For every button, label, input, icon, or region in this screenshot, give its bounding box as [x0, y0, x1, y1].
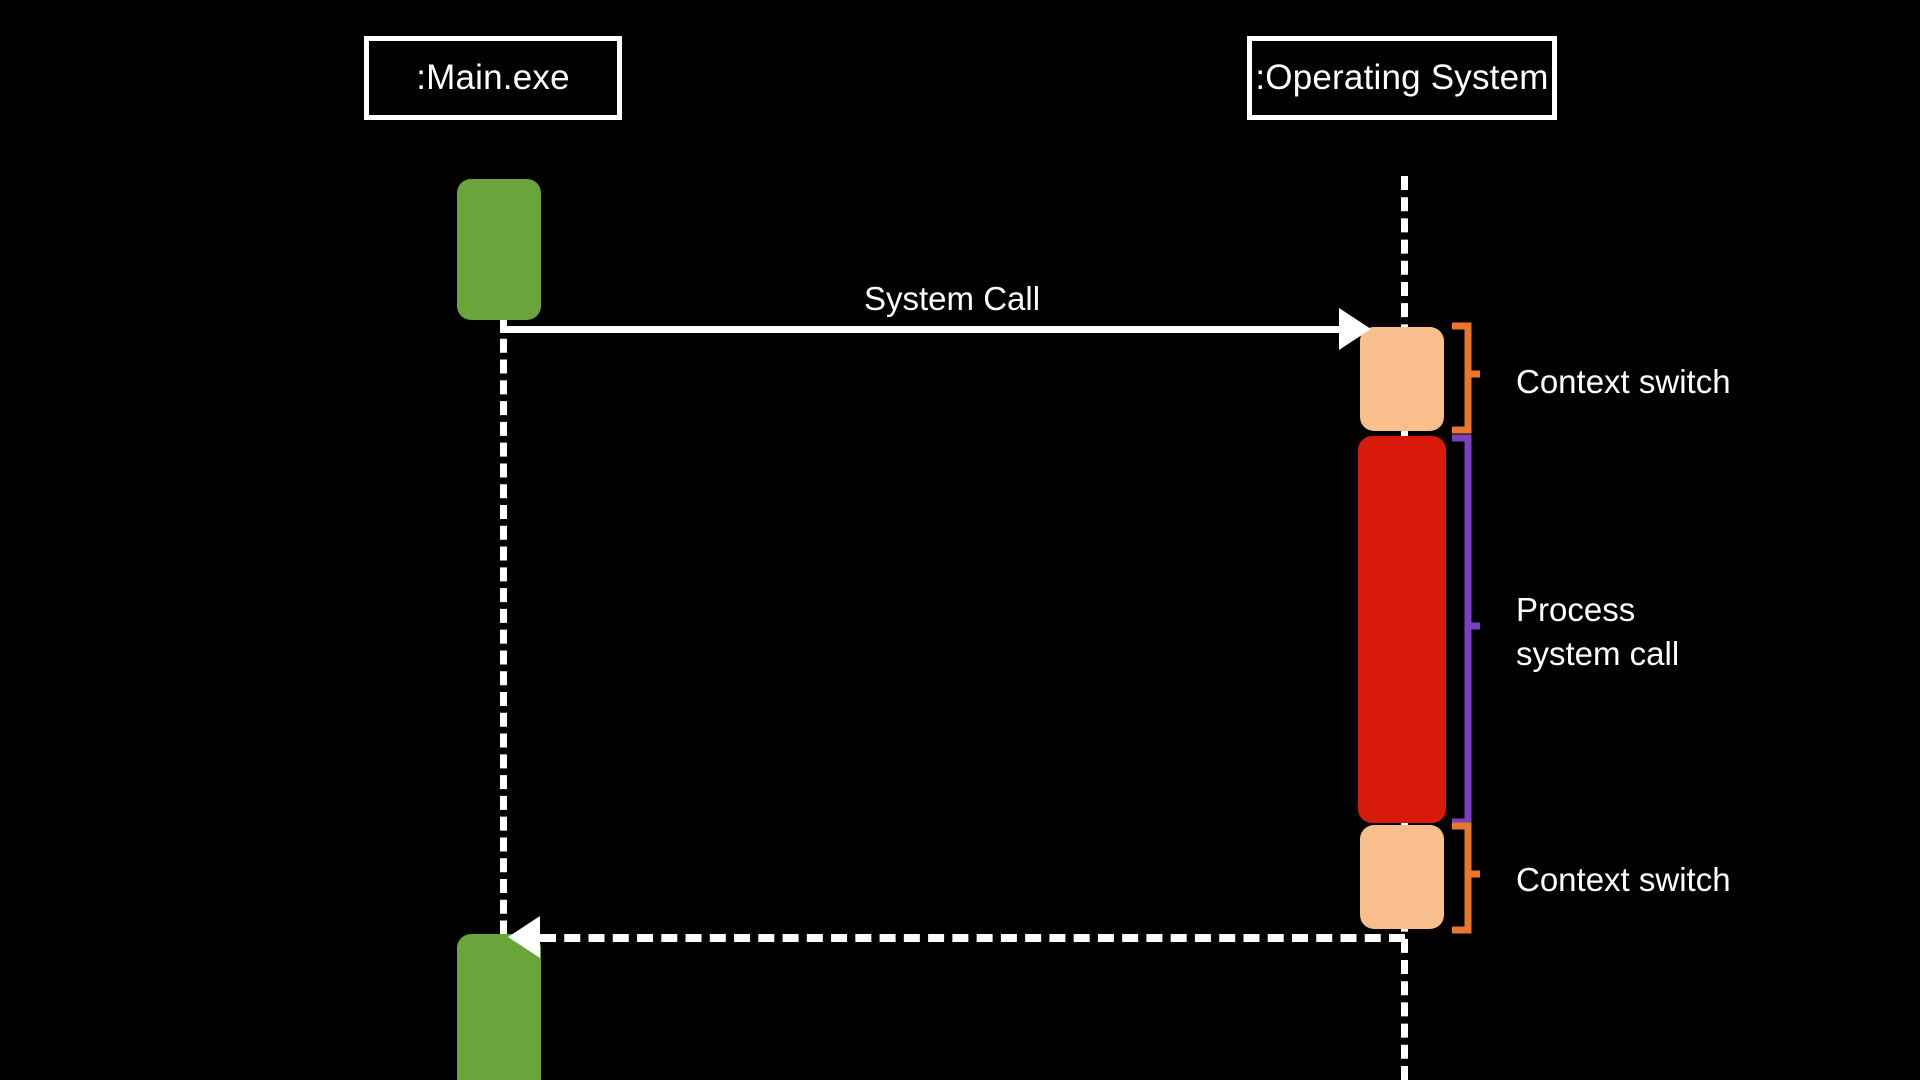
annotation-label-context-switch-out: Context switch	[1516, 861, 1731, 898]
participant-label-main: :Main.exe	[416, 58, 570, 97]
annotation-label-process-system-call: Process system call	[1516, 591, 1680, 672]
participant-label-operating-system: :Operating System	[1255, 58, 1549, 97]
participant-box-main[interactable]: :Main.exe	[364, 36, 622, 120]
participant-box-operating-system[interactable]: :Operating System	[1247, 36, 1557, 120]
curly-brace-icon-context-switch-in	[1450, 322, 1482, 434]
message-arrow-system-call[interactable]	[500, 326, 1365, 333]
activation-bar-main-bottom[interactable]	[457, 934, 541, 1080]
curly-brace-icon-process-system-call	[1450, 434, 1482, 826]
curly-brace-icon-context-switch-out	[1450, 822, 1482, 934]
activation-bar-os-context-switch-in[interactable]	[1360, 327, 1444, 431]
arrowhead-right-icon	[1339, 308, 1371, 350]
annotation-label-context-switch-in: Context switch	[1516, 363, 1731, 400]
activation-bar-main-top[interactable]	[457, 179, 541, 320]
arrowhead-left-icon	[508, 916, 540, 958]
lifeline-main	[500, 318, 507, 1080]
activation-bar-os-context-switch-out[interactable]	[1360, 825, 1444, 929]
message-arrow-system-return[interactable]	[540, 934, 1405, 942]
activation-bar-os-process-system-call[interactable]	[1358, 436, 1446, 823]
message-label-system-call: System Call	[864, 280, 1041, 317]
